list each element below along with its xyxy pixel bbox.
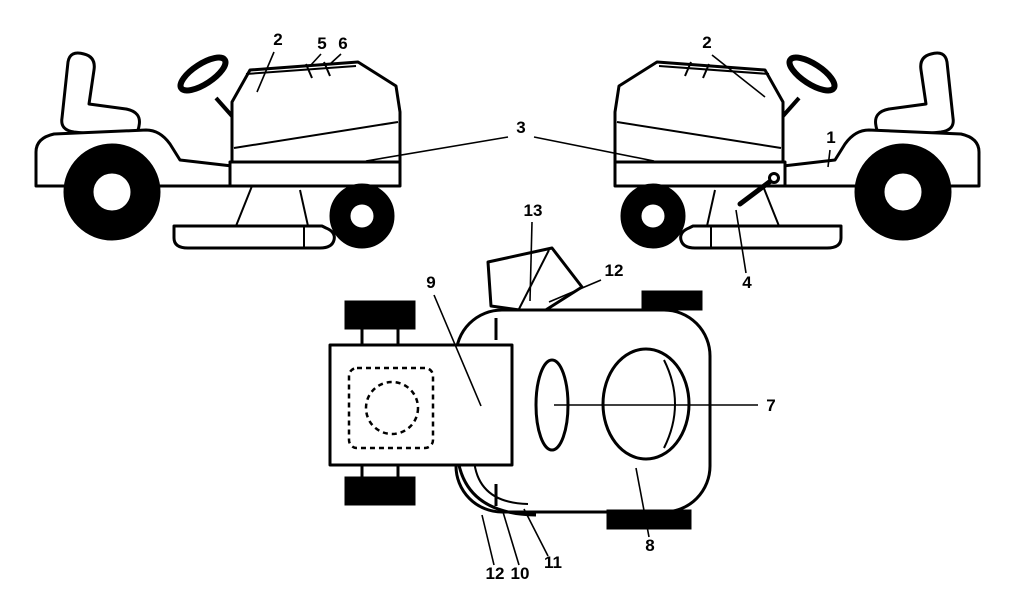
callout-8-line — [635, 467, 650, 538]
callout-5: 5 — [317, 34, 326, 53]
deck-curve-inner — [473, 459, 529, 505]
tractor-side-view-right — [615, 51, 979, 248]
callout-1-line — [827, 149, 831, 168]
callout-8: 8 — [645, 536, 654, 555]
callout-2-right-line — [711, 54, 766, 98]
callout-10-line — [502, 511, 520, 566]
callout-11-line — [523, 508, 549, 557]
seat-top-contour — [663, 359, 676, 449]
callout-12-bottom-line — [481, 514, 495, 566]
callout-13-line — [529, 221, 533, 302]
callout-6-line — [328, 53, 342, 66]
callout-2-right: 2 — [702, 33, 711, 52]
callout-4: 4 — [742, 273, 752, 292]
callout-7: 7 — [766, 396, 775, 415]
callout-3-line-left — [365, 136, 509, 162]
lever-knob — [768, 172, 780, 184]
seat-top-oval — [601, 347, 691, 461]
discharge-chute — [486, 246, 584, 315]
tractor-side-view-left — [36, 51, 400, 248]
callout-1: 1 — [826, 128, 835, 147]
callout-9: 9 — [426, 273, 435, 292]
chute-fold-line — [518, 249, 550, 310]
callout-6: 6 — [338, 34, 347, 53]
rear-wheel-bottom — [344, 476, 416, 506]
callout-3: 3 — [516, 118, 525, 137]
engine-dashed-outline — [347, 366, 435, 450]
front-wheel-bar-bottom — [606, 509, 692, 530]
callout-5-line — [309, 53, 322, 67]
front-wheel-bar-top — [641, 290, 703, 311]
engine-dashed-circle — [364, 380, 420, 436]
tractor-top-view — [328, 246, 712, 530]
callout-labels: 2 5 6 3 2 1 4 13 12 9 7 8 12 10 11 — [273, 30, 835, 583]
frame-box — [328, 343, 514, 467]
callout-2-left-line — [256, 51, 275, 93]
rear-wheel-top — [344, 300, 416, 330]
callout-10: 10 — [511, 564, 530, 583]
callout-12-bottom: 12 — [486, 564, 505, 583]
callout-11: 11 — [544, 553, 562, 572]
deck-lift-lever — [737, 177, 775, 207]
callout-9-line — [433, 294, 482, 407]
callout-4-line — [735, 209, 747, 274]
callout-12-top: 12 — [605, 261, 624, 280]
callout-13: 13 — [524, 201, 543, 220]
callout-12-top-line — [548, 279, 602, 303]
callout-2-left: 2 — [273, 30, 282, 49]
callout-3-line-right — [533, 136, 655, 162]
callout-leaders — [256, 51, 831, 566]
